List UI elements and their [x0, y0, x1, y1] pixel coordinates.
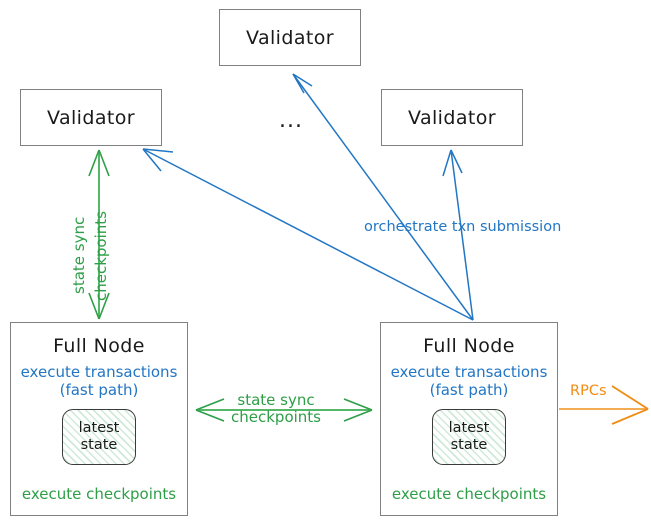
- node-validator-right-label: Validator: [408, 106, 496, 129]
- fullnode-right-execute-transactions: execute transactions (fast path): [391, 363, 548, 399]
- fullnode-left-state-line1: latest: [78, 420, 120, 436]
- node-validator-top-label: Validator: [246, 26, 334, 49]
- node-validator-right[interactable]: Validator: [381, 89, 523, 146]
- fullnode-left-title: Full Node: [53, 335, 145, 357]
- edge-fullnode-to-validator-right: [442, 149, 474, 321]
- node-validator-left-label: Validator: [47, 106, 135, 129]
- edge-label-state-sync-horizontal-line1: state sync: [237, 391, 315, 409]
- edge-state-sync-vertical: [88, 149, 110, 320]
- node-fullnode-left[interactable]: Full Node execute transactions (fast pat…: [10, 322, 188, 516]
- fullnode-left-execute-checkpoints: execute checkpoints: [21, 485, 177, 503]
- fullnode-right-title: Full Node: [423, 335, 515, 357]
- edge-rpcs: [559, 385, 649, 425]
- fullnode-right-latest-state-box[interactable]: latest state: [432, 409, 506, 465]
- edge-fullnode-to-validator-top: [292, 73, 474, 321]
- fullnode-left-exec-line2: (fast path): [59, 381, 139, 399]
- edge-label-rpcs: RPCs: [570, 383, 607, 399]
- node-validator-left[interactable]: Validator: [20, 89, 162, 146]
- fullnode-right-exec-line1: execute transactions: [390, 363, 548, 381]
- fullnode-left-state-line2: state: [80, 437, 118, 453]
- fullnode-right-execute-checkpoints: execute checkpoints: [391, 485, 547, 503]
- edge-label-state-sync-vertical-line1: state sync: [70, 216, 88, 294]
- edge-state-sync-horizontal: [195, 398, 373, 422]
- validators-ellipsis: ...: [279, 108, 303, 133]
- fullnode-left-execute-transactions: execute transactions (fast path): [21, 363, 178, 399]
- fullnode-right-state-line2: state: [450, 437, 488, 453]
- fullnode-left-latest-state-box[interactable]: latest state: [62, 409, 136, 465]
- node-validator-top[interactable]: Validator: [219, 9, 361, 66]
- edge-label-state-sync-horizontal-line2: checkpoints: [231, 408, 321, 426]
- edge-label-orchestrate: orchestrate txn submission: [364, 219, 562, 235]
- fullnode-right-state-line1: latest: [448, 420, 490, 436]
- edge-label-state-sync-vertical-line2: checkpoints: [92, 211, 110, 301]
- edge-label-state-sync-horizontal: state sync checkpoints: [231, 392, 321, 426]
- fullnode-right-exec-line2: (fast path): [429, 381, 509, 399]
- fullnode-left-exec-line1: execute transactions: [20, 363, 178, 381]
- node-fullnode-right[interactable]: Full Node execute transactions (fast pat…: [380, 322, 558, 516]
- edge-fullnode-to-validator-left: [142, 148, 474, 321]
